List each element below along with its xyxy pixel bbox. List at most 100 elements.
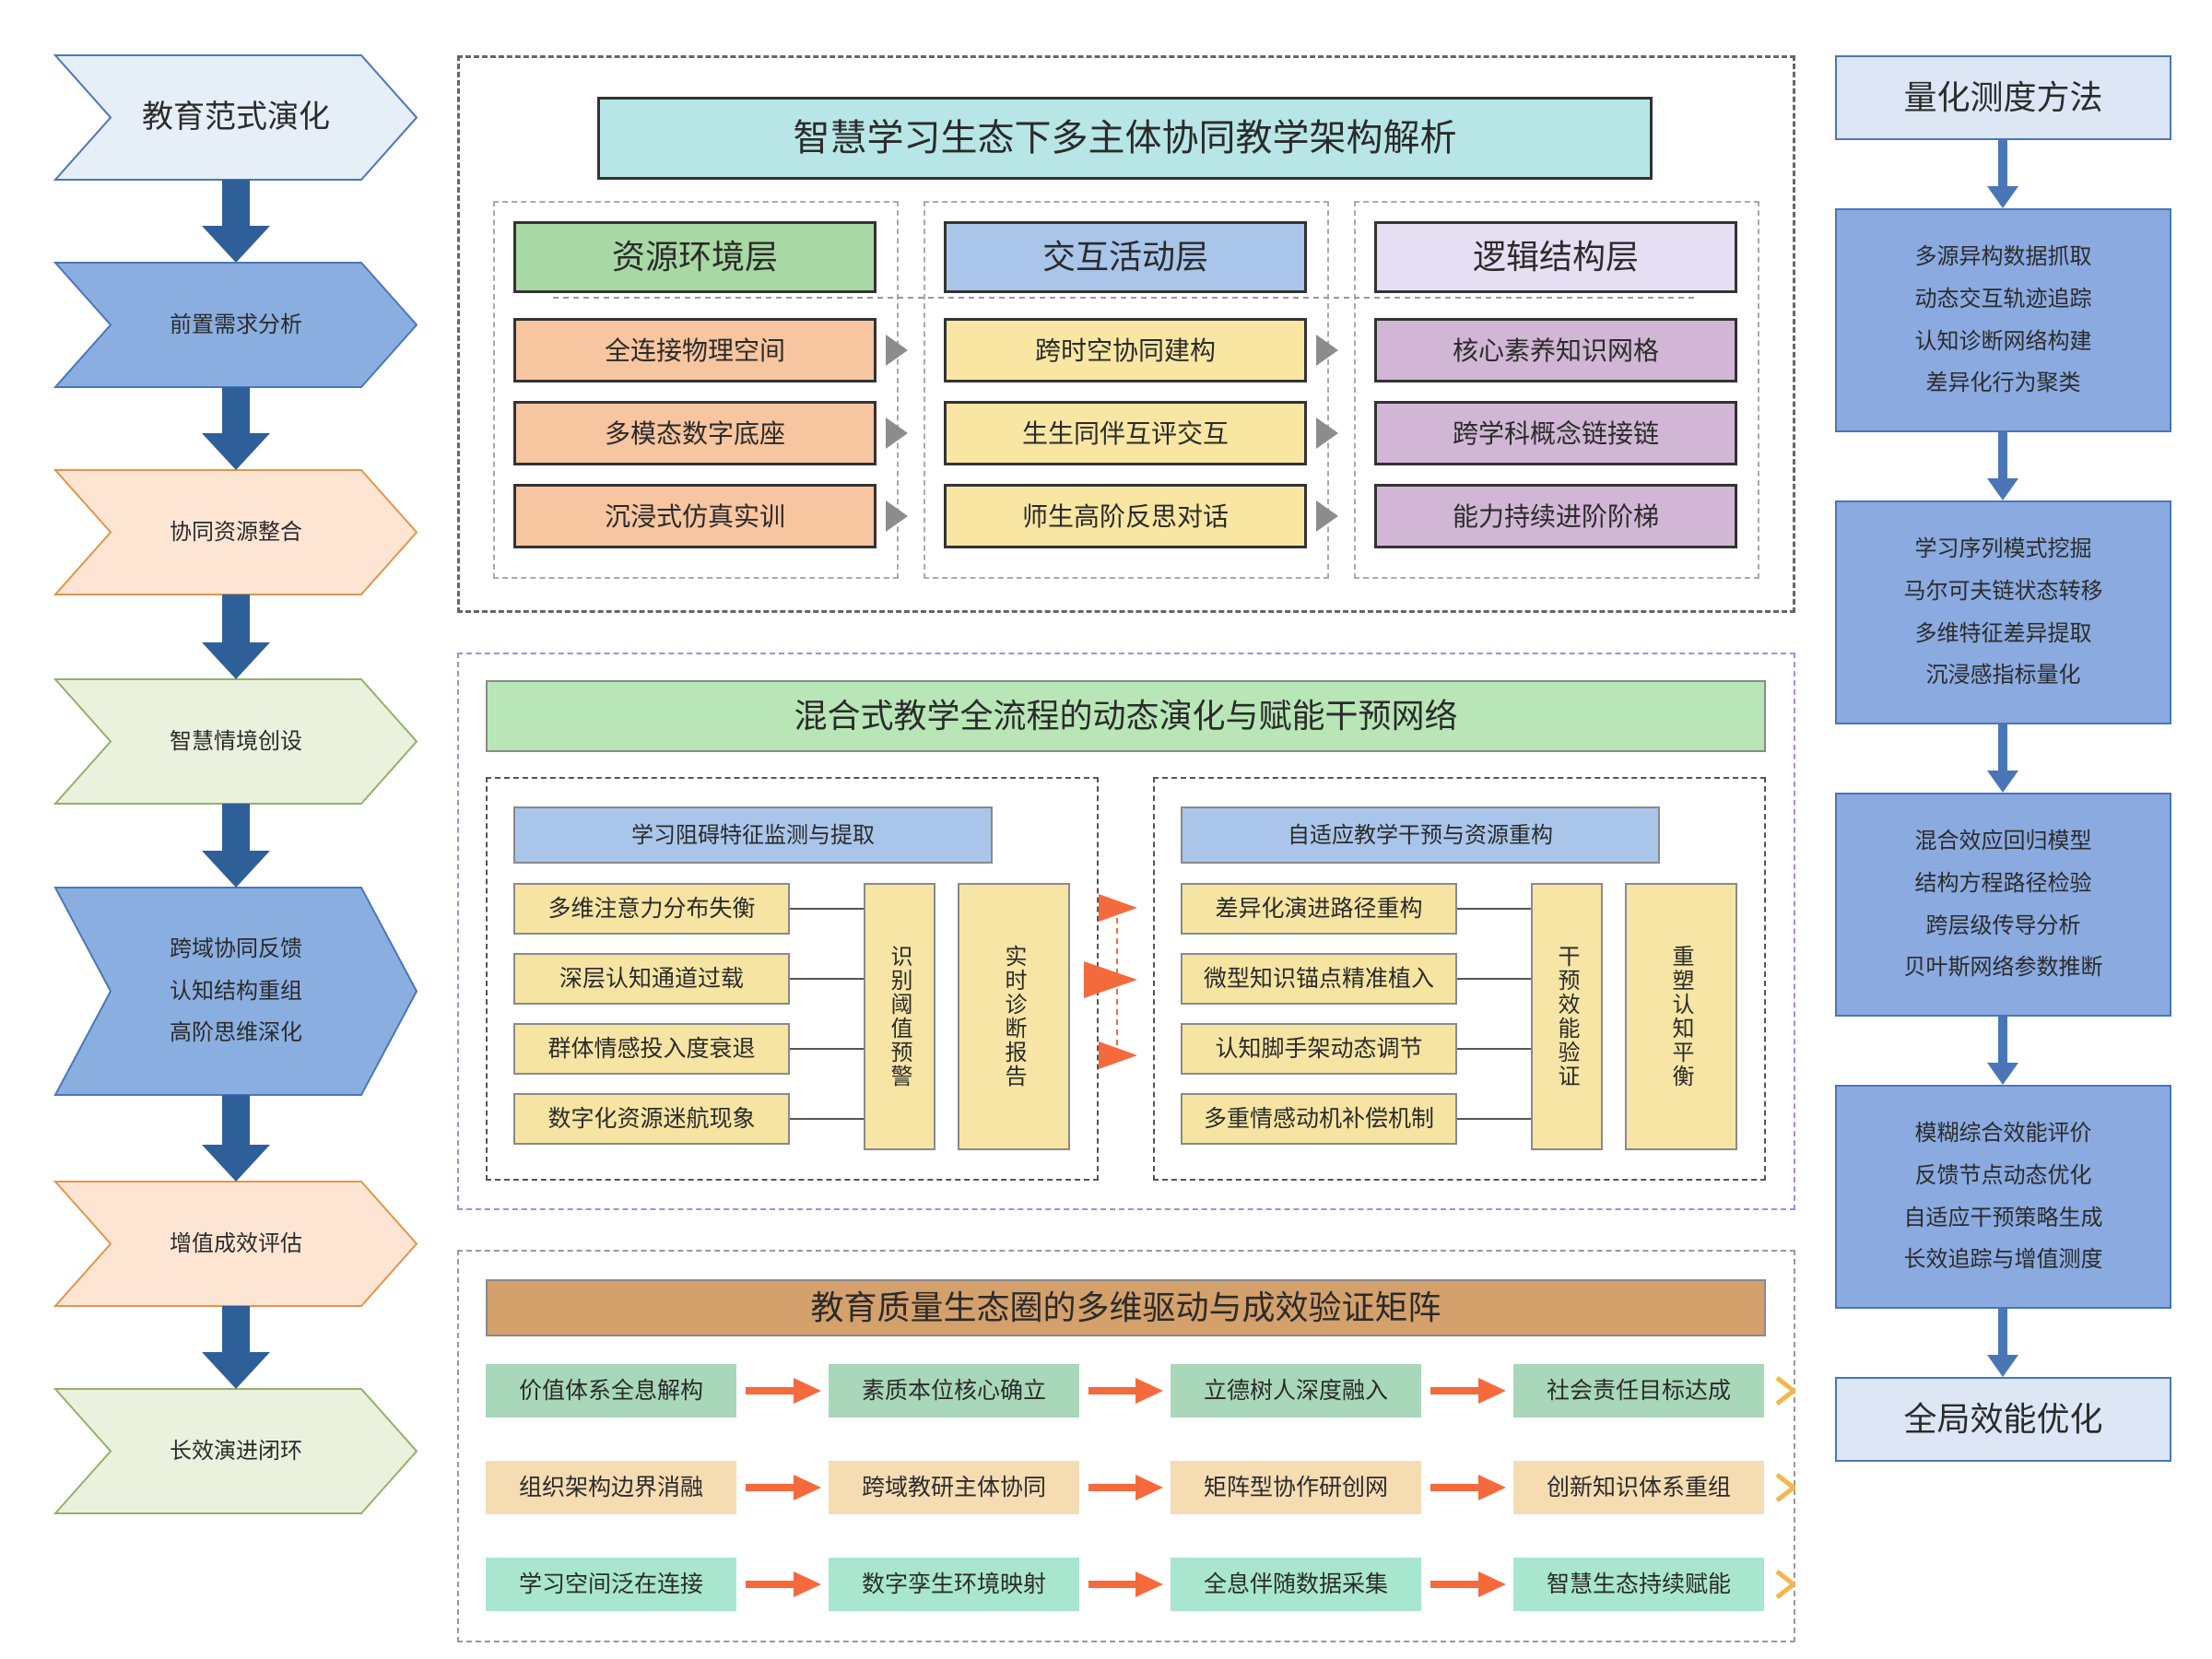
text-line: 长效演进闭环 [170, 1437, 302, 1464]
architecture-frame [457, 55, 1795, 613]
intervention-item: 微型知识锚点精准植入 [1181, 953, 1457, 1005]
flow-down-arrow [202, 1306, 270, 1389]
method-down-arrow [1987, 1309, 2018, 1377]
monitor-header: 学习阻碍特征监测与提取 [513, 806, 993, 864]
matrix-cell: 社会责任目标达成 [1513, 1364, 1764, 1418]
flow-down-arrow [202, 594, 270, 679]
hybrid-title: 混合式教学全流程的动态演化与赋能干预网络 [486, 680, 1766, 752]
text-line: 贝叶斯网络参数推断 [1903, 954, 2103, 981]
intervention-item: 差异化演进路径重构 [1181, 883, 1457, 935]
layer-col-frame-1 [924, 201, 1329, 579]
matrix-frame [457, 1250, 1795, 1642]
layer-item: 核心素养知识网格 [1374, 318, 1737, 382]
text-line: 多维特征差异提取 [1914, 619, 2092, 646]
matrix-cell: 智慧生态持续赋能 [1513, 1558, 1764, 1611]
text-lines: 长效演进闭环 [170, 1437, 302, 1465]
architecture-title: 智慧学习生态下多主体协同教学架构解析 [597, 97, 1653, 180]
intervention-bar-1: 干预效能验证 [1531, 883, 1603, 1150]
text-line: 马尔可夫链状态转移 [1903, 577, 2103, 604]
matrix-title: 教育质量生态圈的多维驱动与成效验证矩阵 [486, 1279, 1766, 1336]
text-line: 自适应干预策略生成 [1903, 1204, 2103, 1230]
text-lines: 模糊综合效能评价反馈节点动态优化自适应干预策略生成长效追踪与增值测度 [1904, 1112, 2103, 1280]
text-line: 协同资源整合 [170, 518, 302, 545]
layer-col-frame-2 [1354, 201, 1759, 579]
method-down-arrow [1987, 432, 2018, 500]
text-lines: 学习序列模式挖掘马尔可夫链状态转移多维特征差异提取沉浸感指标量化 [1904, 528, 2103, 696]
text-line: 跨层级传导分析 [1925, 912, 2081, 938]
method-down-arrow [1987, 140, 2018, 208]
hybrid-frame [457, 653, 1795, 1210]
text-lines: 教育范式演化 [142, 97, 330, 137]
monitor-bar-2: 实时诊断报告 [958, 883, 1070, 1150]
matrix-cell: 学习空间泛在连接 [486, 1558, 736, 1611]
matrix-cell: 创新知识体系重组 [1513, 1461, 1764, 1514]
text-line: 沉浸感指标量化 [1925, 662, 2081, 688]
method-down-arrow [1987, 724, 2018, 793]
layer-item: 多模态数字底座 [513, 401, 877, 465]
matrix-cell: 素质本位核心确立 [829, 1364, 1079, 1418]
layer-item: 师生高阶反思对话 [944, 484, 1307, 548]
method-group-0: 多源异构数据抓取动态交互轨迹追踪认知诊断网络构建差异化行为聚类 [1835, 208, 2171, 432]
text-lines: 多源异构数据抓取动态交互轨迹追踪认知诊断网络构建差异化行为聚类 [1915, 236, 2092, 404]
flow-step-0: 教育范式演化 [111, 55, 361, 180]
intervention-item: 认知脚手架动态调节 [1181, 1023, 1457, 1075]
intervention-bar-2: 重塑认知平衡 [1625, 883, 1737, 1150]
text-line: 认知诊断网络构建 [1914, 327, 2092, 354]
layer-item: 跨时空协同建构 [944, 318, 1307, 382]
text-line: 模糊综合效能评价 [1914, 1120, 2092, 1147]
matrix-cell: 数字孪生环境映射 [829, 1558, 1079, 1611]
monitor-item: 数字化资源迷航现象 [513, 1093, 790, 1145]
text-line: 学习序列模式挖掘 [1914, 535, 2092, 562]
monitor-item: 深层认知通道过载 [513, 953, 790, 1005]
flow-step-6: 长效演进闭环 [111, 1389, 361, 1513]
matrix-cell: 立德树人深度融入 [1171, 1364, 1421, 1418]
text-lines: 增值成效评估 [170, 1230, 302, 1258]
method-group-2: 混合效应回归模型结构方程路径检验跨层级传导分析贝叶斯网络参数推断 [1835, 793, 2171, 1017]
text-line: 跨域协同反馈 [170, 935, 302, 962]
text-lines: 跨域协同反馈认知结构重组高阶思维深化 [170, 928, 302, 1054]
method-group-3: 模糊综合效能评价反馈节点动态优化自适应干预策略生成长效追踪与增值测度 [1835, 1085, 2171, 1309]
text-lines: 协同资源整合 [170, 518, 302, 547]
text-line: 结构方程路径检验 [1914, 869, 2092, 896]
text-lines: 前置需求分析 [170, 311, 302, 339]
method-down-arrow [1987, 1017, 2018, 1085]
flow-down-arrow [202, 804, 270, 888]
text-line: 混合效应回归模型 [1914, 828, 2092, 854]
text-line: 反馈节点动态优化 [1914, 1161, 2092, 1188]
monitor-item: 群体情感投入度衰退 [513, 1023, 790, 1075]
flow-down-arrow [202, 180, 270, 263]
matrix-cell: 组织架构边界消融 [486, 1461, 736, 1514]
layer-item: 生生同伴互评交互 [944, 401, 1307, 465]
flow-step-3: 智慧情境创设 [111, 679, 361, 804]
flow-down-arrow [202, 387, 270, 470]
flow-step-4: 跨域协同反馈认知结构重组高阶思维深化 [111, 888, 361, 1095]
flow-step-5: 增值成效评估 [111, 1182, 361, 1306]
text-line: 增值成效评估 [170, 1230, 302, 1256]
final-optimization: 全局效能优化 [1835, 1377, 2171, 1462]
monitor-item: 多维注意力分布失衡 [513, 883, 790, 935]
text-line: 差异化行为聚类 [1925, 370, 2081, 396]
flow-step-1: 前置需求分析 [111, 263, 361, 387]
layer-item: 跨学科概念链接链 [1374, 401, 1737, 465]
flow-down-arrow [202, 1095, 270, 1182]
intervention-header: 自适应教学干预与资源重构 [1181, 806, 1660, 864]
text-line: 长效追踪与增值测度 [1903, 1246, 2103, 1273]
matrix-cell: 矩阵型协作研创网 [1171, 1461, 1421, 1514]
method-group-1: 学习序列模式挖掘马尔可夫链状态转移多维特征差异提取沉浸感指标量化 [1835, 500, 2171, 724]
layer-header-0: 资源环境层 [513, 221, 877, 293]
matrix-cell: 价值体系全息解构 [486, 1364, 736, 1418]
matrix-cell: 全息伴随数据采集 [1171, 1558, 1421, 1611]
text-line: 动态交互轨迹追踪 [1914, 285, 2092, 312]
layer-header-1: 交互活动层 [944, 221, 1307, 293]
text-lines: 智慧情境创设 [170, 727, 302, 756]
text-line: 认知结构重组 [170, 977, 302, 1004]
text-line: 前置需求分析 [170, 311, 302, 337]
text-line: 高阶思维深化 [170, 1019, 302, 1046]
layer-item: 沉浸式仿真实训 [513, 484, 877, 548]
text-line: 多源异构数据抓取 [1914, 243, 2092, 270]
method-title: 量化测度方法 [1835, 55, 2171, 140]
text-lines: 混合效应回归模型结构方程路径检验跨层级传导分析贝叶斯网络参数推断 [1904, 820, 2103, 988]
text-line: 智慧情境创设 [170, 727, 302, 754]
flow-step-2: 协同资源整合 [111, 470, 361, 594]
